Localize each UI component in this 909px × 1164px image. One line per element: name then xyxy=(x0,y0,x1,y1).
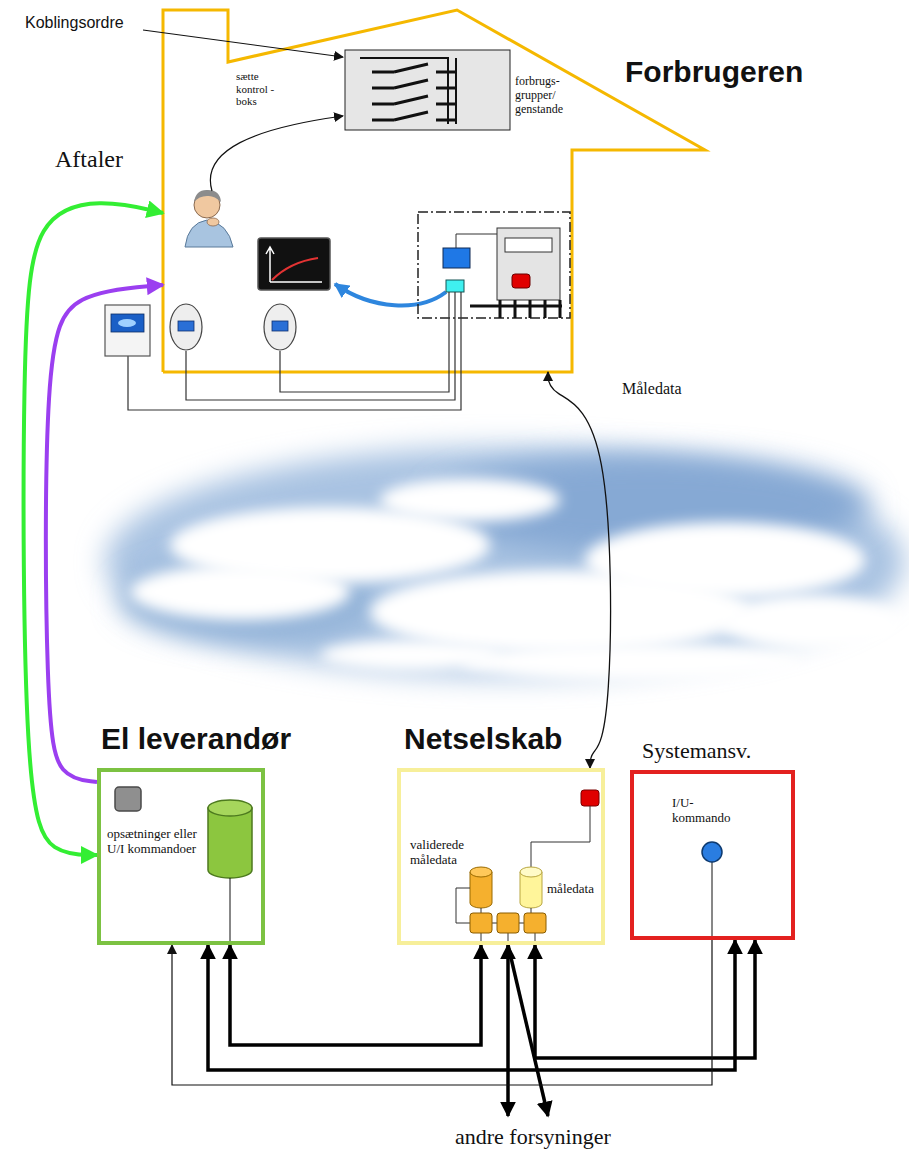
switch-panel-symbol xyxy=(345,50,510,130)
meter-cabinet xyxy=(456,234,497,248)
meter-data-line xyxy=(548,372,611,768)
edge-label: Måledata xyxy=(622,380,682,398)
thermostat xyxy=(272,321,288,331)
wall-panel xyxy=(105,305,150,356)
data-exchange-arrow xyxy=(535,940,755,1058)
data-exchange-arrow xyxy=(230,945,481,1045)
sky-cloud xyxy=(460,642,800,682)
note-label: sætte kontrol -boks xyxy=(236,70,280,108)
switch-order-arrow xyxy=(143,30,343,57)
switch-panel-symbol xyxy=(345,50,510,130)
grid-equipment xyxy=(497,913,519,933)
command-line xyxy=(172,940,712,1085)
operator-equipment xyxy=(702,842,722,862)
person-figure xyxy=(207,218,219,226)
sky-cloud xyxy=(105,447,905,682)
wall-panel xyxy=(118,319,136,327)
meter-cabinet xyxy=(418,212,570,318)
agreement-arrow xyxy=(46,285,163,782)
switch-panel-symbol xyxy=(372,96,456,104)
other-utilities-arrows xyxy=(508,945,548,1116)
meter-cabinet xyxy=(512,274,530,288)
system-operator-box: Systemansv.I/U- kommando xyxy=(630,770,795,940)
sky-cloud xyxy=(380,478,560,522)
other-utilities-arrows xyxy=(508,945,548,1116)
sky-cloud xyxy=(320,639,500,671)
meter-cabinet xyxy=(505,238,552,252)
order-label: Koblingsordre xyxy=(25,14,124,32)
thermostat xyxy=(264,304,296,350)
grid-equipment xyxy=(470,867,492,877)
other-utilities-arrows xyxy=(506,945,510,1116)
grid-equipment xyxy=(456,790,599,941)
house-outline xyxy=(163,10,705,372)
signal-wires xyxy=(186,292,455,400)
person-figure xyxy=(185,190,233,247)
operator-equipment xyxy=(712,862,713,936)
grid-equipment xyxy=(524,913,546,933)
box-heading: Netselskab xyxy=(404,722,562,757)
grid-equipment xyxy=(581,790,599,806)
agreement-arrow xyxy=(24,203,163,855)
meter-cabinet xyxy=(497,228,560,300)
supplier-equipment xyxy=(208,800,252,816)
switch-panel-symbol xyxy=(360,58,448,124)
signal-wires xyxy=(128,292,461,410)
meter-cabinet xyxy=(443,248,470,268)
signal-wires xyxy=(128,292,461,410)
supplier-equipment xyxy=(208,808,252,878)
grid-equipment xyxy=(456,888,535,941)
sky-cloud xyxy=(585,522,865,598)
switch-panel-symbol xyxy=(455,58,457,124)
thermostat xyxy=(170,304,202,350)
person-figure xyxy=(194,190,221,202)
thermostat xyxy=(178,321,194,331)
grid-equipment xyxy=(470,913,492,933)
agreements-label: Aftaler xyxy=(55,146,123,174)
supplier-equipment xyxy=(115,787,141,811)
display-screen xyxy=(258,238,330,290)
display-screen xyxy=(266,247,322,282)
meter-cabinet xyxy=(446,280,464,292)
switch-panel: forbrugs- grupper/ genstande xyxy=(345,50,585,130)
grid-equipment xyxy=(531,806,590,867)
box-heading: El leverandør xyxy=(101,722,291,757)
display-screen xyxy=(258,238,330,290)
switch-panel-symbol xyxy=(372,112,456,120)
meter-cabinet xyxy=(418,212,570,318)
sky-cloud xyxy=(720,594,900,650)
sky-cloud xyxy=(130,564,350,620)
data-exchange-arrow xyxy=(208,940,735,1070)
target-label: andre forsyninger xyxy=(455,1124,611,1149)
store-label: validerede måledata xyxy=(410,838,472,868)
display-feed-arrow xyxy=(335,284,446,305)
wall-panel xyxy=(105,305,150,356)
sky-cloud xyxy=(105,447,905,677)
supplier-equipment xyxy=(115,787,252,941)
meter-cabinet xyxy=(470,300,562,318)
operator-equipment xyxy=(702,842,722,936)
box-heading: Systemansv. xyxy=(642,738,751,763)
house-heading: Forbrugeren xyxy=(625,55,803,90)
supplier-equipment xyxy=(230,878,231,941)
grid-equipment xyxy=(520,867,542,877)
signal-wires xyxy=(280,292,449,392)
thermostat xyxy=(170,304,296,350)
display-screen xyxy=(272,258,318,280)
box-text: opsætninger eller U/I kommandoer xyxy=(107,827,202,857)
set-control-arrow xyxy=(210,116,343,191)
supplier-box: El leverandøropsætninger eller U/I komma… xyxy=(97,768,265,945)
box-text: I/U- kommando xyxy=(672,796,742,826)
store-label: måledata xyxy=(547,882,594,897)
switch-panel-symbol xyxy=(372,80,456,88)
switch-panel-symbol xyxy=(372,64,456,72)
house-region: Forbrugeren forbrugs- grupper/ genstande xyxy=(163,10,850,372)
panel-label: forbrugs- grupper/ genstande xyxy=(515,75,577,116)
wall-panel xyxy=(111,314,144,332)
